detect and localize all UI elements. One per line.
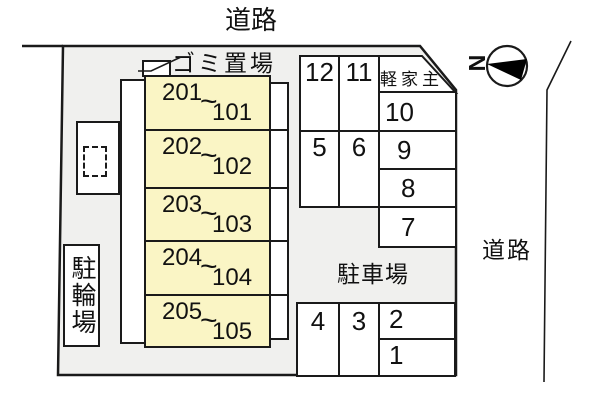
- space-number: 9: [397, 135, 412, 165]
- balcony-cell: [268, 294, 289, 340]
- parking-space-10: 10: [378, 91, 457, 132]
- room-upper-number: 201: [162, 79, 203, 106]
- parking-space-8: 8: [378, 168, 457, 208]
- room-cell-204: 204 ~ 104: [144, 240, 271, 296]
- space-number: 10: [385, 96, 414, 127]
- dashed-utility-box: [83, 146, 107, 177]
- space-number: 4: [310, 306, 326, 336]
- road-label-right: 道路: [482, 237, 532, 263]
- space-number: 11: [345, 57, 373, 87]
- balcony-cell: [268, 187, 289, 242]
- room-cell-205: 205 ~ 105: [144, 294, 271, 348]
- room-lower-number: 105: [212, 318, 253, 345]
- room-upper-number: 204: [162, 244, 203, 271]
- tilde-mark: ~: [200, 85, 218, 118]
- balcony-cell: [268, 82, 289, 131]
- space-number: 8: [401, 173, 416, 203]
- room-upper-number: 203: [162, 191, 203, 218]
- space-number: 6: [351, 132, 367, 162]
- space-number: 12: [305, 57, 334, 87]
- road-label-top: 道路: [224, 5, 277, 35]
- parking-space-6: 6: [338, 130, 380, 208]
- room-upper-number: 202: [162, 133, 203, 160]
- space-number: 1: [389, 340, 404, 370]
- parking-space-9: 9: [378, 130, 457, 170]
- parking-lot-label: 駐車場: [337, 261, 409, 287]
- room-lower-number: 104: [212, 264, 253, 291]
- room-lower-number: 102: [212, 153, 253, 180]
- space-number: 2: [389, 304, 404, 334]
- north-letter: N: [464, 54, 490, 72]
- space-number: 5: [312, 132, 327, 162]
- room-cell-203: 203 ~ 103: [144, 187, 271, 242]
- room-lower-number: 101: [212, 99, 253, 126]
- tilde-mark: ~: [200, 250, 218, 283]
- tilde-mark: ~: [200, 139, 218, 172]
- space-number: 7: [401, 212, 416, 242]
- parking-space-12: 12: [299, 55, 340, 132]
- parking-space-4: 4: [296, 302, 340, 377]
- parking-space-3: 3: [338, 302, 380, 377]
- garbage-area-label: ゴミ置場: [172, 50, 276, 76]
- tilde-mark: ~: [200, 304, 218, 337]
- bicycle-parking-label: 駐輪場: [68, 255, 96, 336]
- bicycle-parking-box: 駐輪場: [63, 244, 100, 347]
- parking-space-5: 5: [299, 130, 340, 208]
- parking-space-7: 7: [378, 206, 457, 248]
- building-left-wing: [120, 79, 146, 344]
- space-number: 3: [351, 306, 367, 336]
- north-needle-icon: [487, 59, 527, 80]
- room-cell-201: 201 ~ 101: [144, 75, 271, 131]
- tilde-mark: ~: [200, 197, 218, 230]
- parking-space-11: 11: [338, 55, 380, 132]
- room-lower-number: 103: [212, 211, 253, 238]
- balcony-cell: [268, 240, 289, 296]
- garbage-station-box: [142, 60, 171, 77]
- parking-space-2: 2: [378, 302, 456, 340]
- room-upper-number: 205: [162, 298, 203, 325]
- balcony-cell: [268, 129, 289, 189]
- parking-space-1: 1: [378, 338, 456, 377]
- right-road-edge-line: [543, 40, 572, 383]
- kei-space-label: 軽家主: [380, 70, 443, 89]
- room-cell-202: 202 ~ 102: [144, 129, 271, 189]
